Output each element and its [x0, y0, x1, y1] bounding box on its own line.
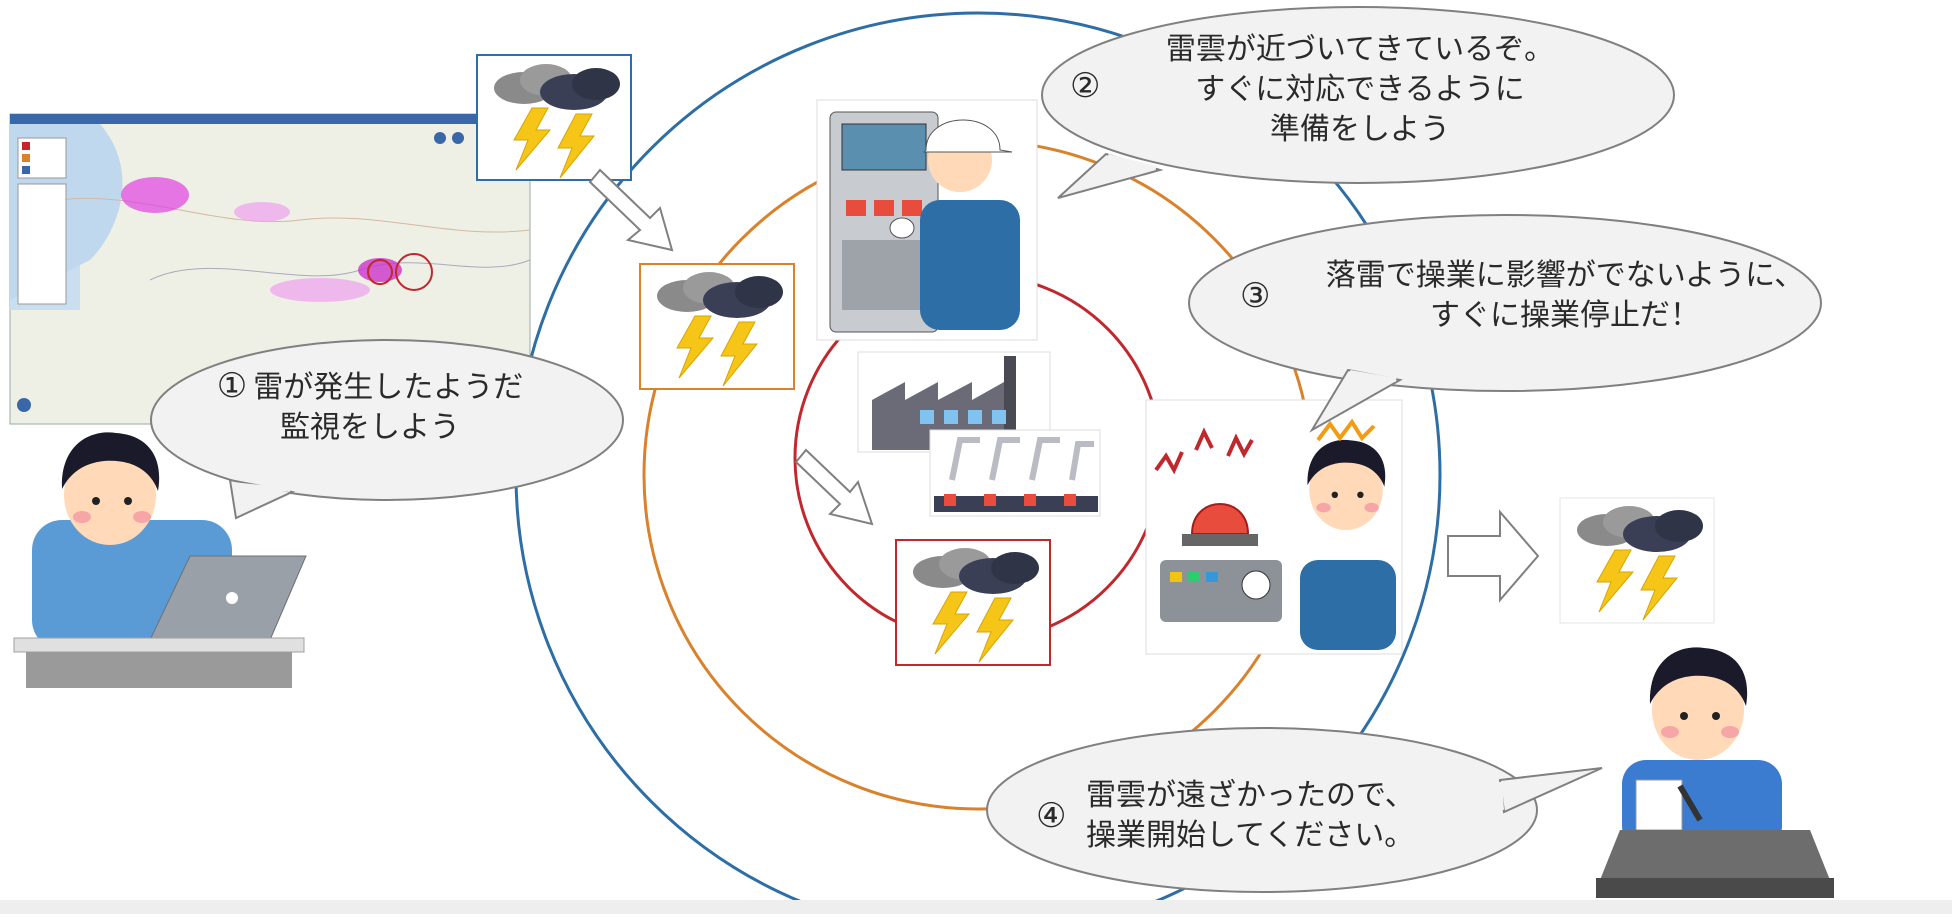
- bubble-4-text: ④ 雷雲が遠ざかったので、 操業開始してください。: [1036, 778, 1415, 853]
- monitoring-worker-illustration: [13, 432, 307, 688]
- worker-control-panel-illustration: [816, 99, 1038, 341]
- storm-card-blue: [476, 54, 632, 181]
- bubble-2-text: ② 雷雲が近づいてきているぞ。 すぐに対応できるように 準備をしよう: [1070, 32, 1555, 147]
- warning-siren-icon: [1145, 399, 1403, 655]
- announcer-illustration: [1596, 647, 1834, 898]
- robot-arm-icon: [929, 429, 1101, 517]
- speech-bubble-1: [150, 339, 624, 520]
- speech-bubble-2: [1041, 6, 1675, 199]
- arrow-icon: [794, 448, 874, 526]
- arrow-icon: [588, 168, 674, 252]
- storm-card-orange: [639, 263, 795, 390]
- bottom-strip: [0, 900, 1952, 914]
- microphone-icon: [1677, 784, 1703, 822]
- bubble-3-text: ③ 落雷で操業に影響がでないように、 すぐに操業停止だ！: [1240, 258, 1805, 333]
- arrow-icon: [1447, 509, 1540, 603]
- storm-card-red: [895, 539, 1051, 666]
- speech-bubble-4: [986, 727, 1603, 893]
- speech-bubble-3: [1188, 214, 1822, 433]
- storm-card-final: [1559, 497, 1715, 624]
